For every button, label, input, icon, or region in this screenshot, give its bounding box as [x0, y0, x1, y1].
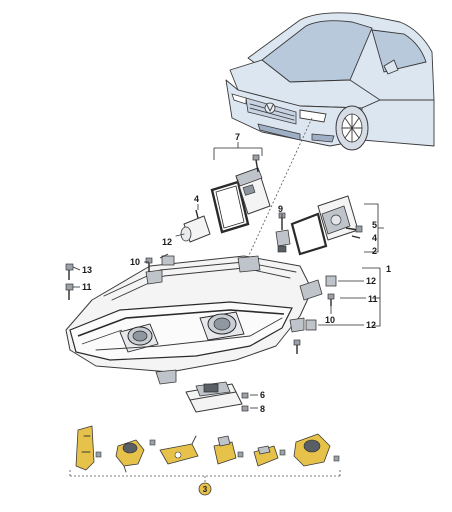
callout-4-right: 4 — [372, 233, 377, 243]
clip-part — [305, 319, 317, 331]
callout-10-right: 10 — [325, 315, 335, 325]
callout-12-lower: 12 — [366, 320, 376, 330]
clip-part — [161, 255, 175, 266]
callout-12-top: 12 — [162, 237, 172, 247]
screw-part — [65, 263, 74, 300]
vehicle-illustration — [225, 12, 435, 151]
lower-control-module — [185, 381, 249, 413]
callout-8: 8 — [260, 404, 265, 414]
leader-lines — [72, 204, 381, 409]
callout-13: 13 — [82, 265, 92, 275]
callout-3-badge: 3 — [198, 482, 212, 496]
callout-3: 3 — [203, 485, 208, 494]
callout-11-right: 11 — [368, 294, 378, 304]
headlight-housing — [65, 255, 323, 385]
control-unit-assembly — [210, 154, 271, 234]
callout-5: 5 — [372, 220, 377, 230]
callout-2: 2 — [372, 246, 377, 256]
bracket-repair-kit — [75, 425, 340, 473]
callout-labels: 7 4 9 5 4 2 12 10 13 11 1 12 11 10 12 6 … — [82, 132, 391, 414]
screw-part — [145, 257, 153, 272]
callout-7: 7 — [235, 132, 240, 142]
adjuster-part — [275, 212, 291, 253]
clip-part — [325, 275, 337, 287]
screw-part — [293, 339, 301, 354]
ballast-module — [290, 195, 363, 256]
screw-part — [327, 293, 335, 306]
callout-11-left: 11 — [82, 282, 92, 292]
callout-9: 9 — [278, 204, 283, 214]
callout-10-left: 10 — [130, 257, 140, 267]
callout-4-left: 4 — [194, 194, 199, 204]
bulb-part — [175, 209, 211, 243]
location-pointer-line — [243, 117, 313, 267]
callout-6: 6 — [260, 390, 265, 400]
callout-1: 1 — [386, 264, 391, 274]
callout-12-right: 12 — [366, 276, 376, 286]
